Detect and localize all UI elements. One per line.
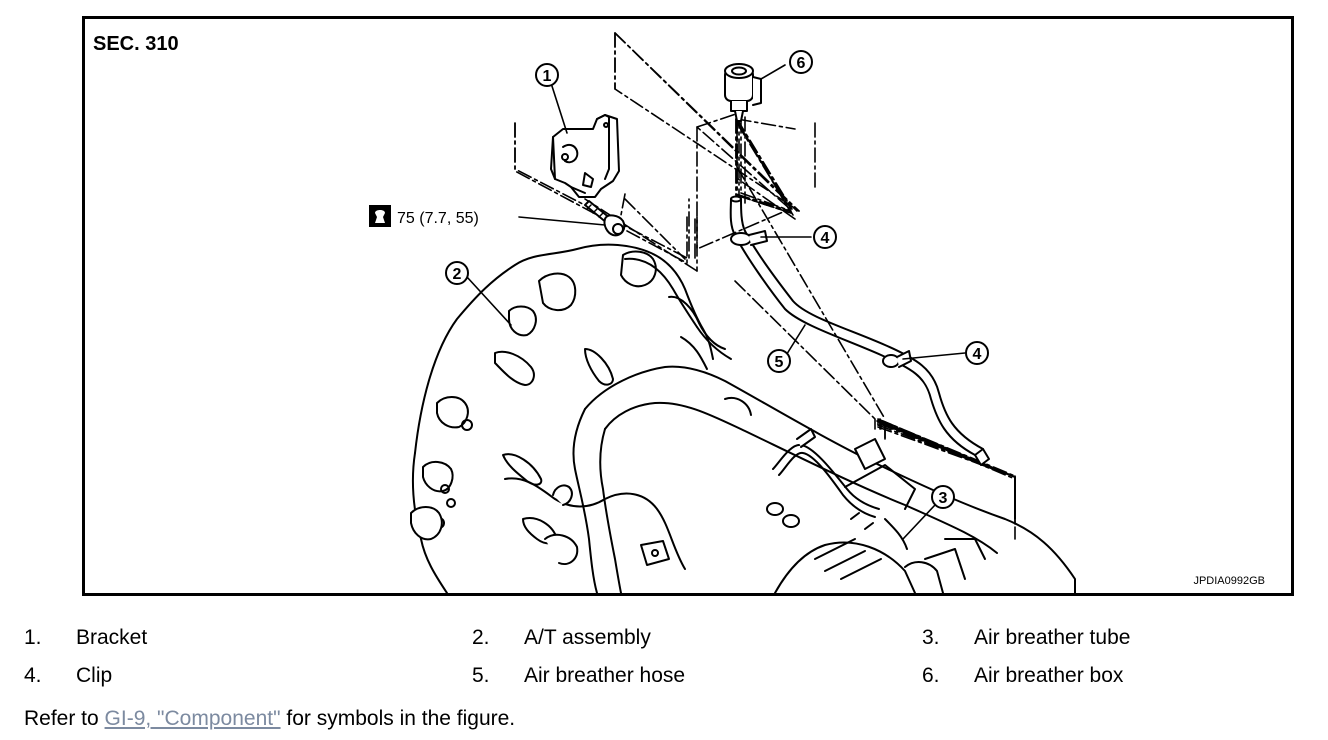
figure-id: JPDIA0992GB [1193,575,1265,587]
refer-note: Refer to GI-9, "Component" for symbols i… [24,707,515,731]
air-breather-tube-part [772,428,908,550]
refer-prefix: Refer to [24,707,105,730]
callout-4b: 4 [973,346,982,363]
callout-leaders [466,64,966,540]
callout-5: 5 [775,354,784,371]
callout-5-circle [767,349,791,373]
legend-number: 4. [24,664,42,687]
legend-label: Air breather box [974,664,1124,687]
callout-4a: 4 [821,230,830,247]
refer-suffix: for symbols in the figure. [280,707,516,730]
callout-6-circle [789,50,813,74]
torque-spec: 75 (7.7, 55) [397,210,479,227]
callout-4b-circle [965,341,989,365]
legend-number: 2. [472,626,490,649]
air-breather-box-part [724,63,762,122]
legend-row: 4. Clip 5. Air breather hose 6. Air brea… [0,664,1328,694]
section-title: SEC. 310 [93,33,179,55]
legend-number: 1. [24,626,42,649]
component-symbols-link[interactable]: GI-9, "Component" [104,707,281,730]
legend-number: 3. [922,626,940,649]
callout-6: 6 [797,55,806,72]
legend-label: Air breather tube [974,626,1131,649]
callout-3: 3 [939,490,948,507]
callout-numbers: 1 2 3 4 4 5 6 [453,55,982,507]
bolt-part [584,200,626,237]
callout-circles [445,50,989,509]
dashdot-guides [514,32,1016,540]
callout-1-circle [535,63,559,87]
legend-number: 6. [922,664,940,687]
callout-1: 1 [543,68,552,85]
legend-label: A/T assembly [524,626,651,649]
callout-4a-circle [813,225,837,249]
callout-2-circle [445,261,469,285]
exploded-view-drawing: 1 2 3 4 4 5 6 75 (7.7, 55) [369,32,1076,593]
guide-lines [514,32,1016,522]
legend-number: 5. [472,664,490,687]
callout-2: 2 [453,266,462,283]
legend-label: Bracket [76,626,148,649]
diagram-frame: 1 2 3 4 4 5 6 75 (7.7, 55) SEC. 310 JPDI… [82,16,1294,596]
torque-wrench-icon [369,205,391,227]
callout-3-circle [931,485,955,509]
bracket-part [550,114,620,198]
legend-row: 1. Bracket 2. A/T assembly 3. Air breath… [0,626,1328,656]
at-assembly-part [410,243,1076,593]
legend-label: Air breather hose [524,664,686,687]
legend-label: Clip [76,664,113,687]
